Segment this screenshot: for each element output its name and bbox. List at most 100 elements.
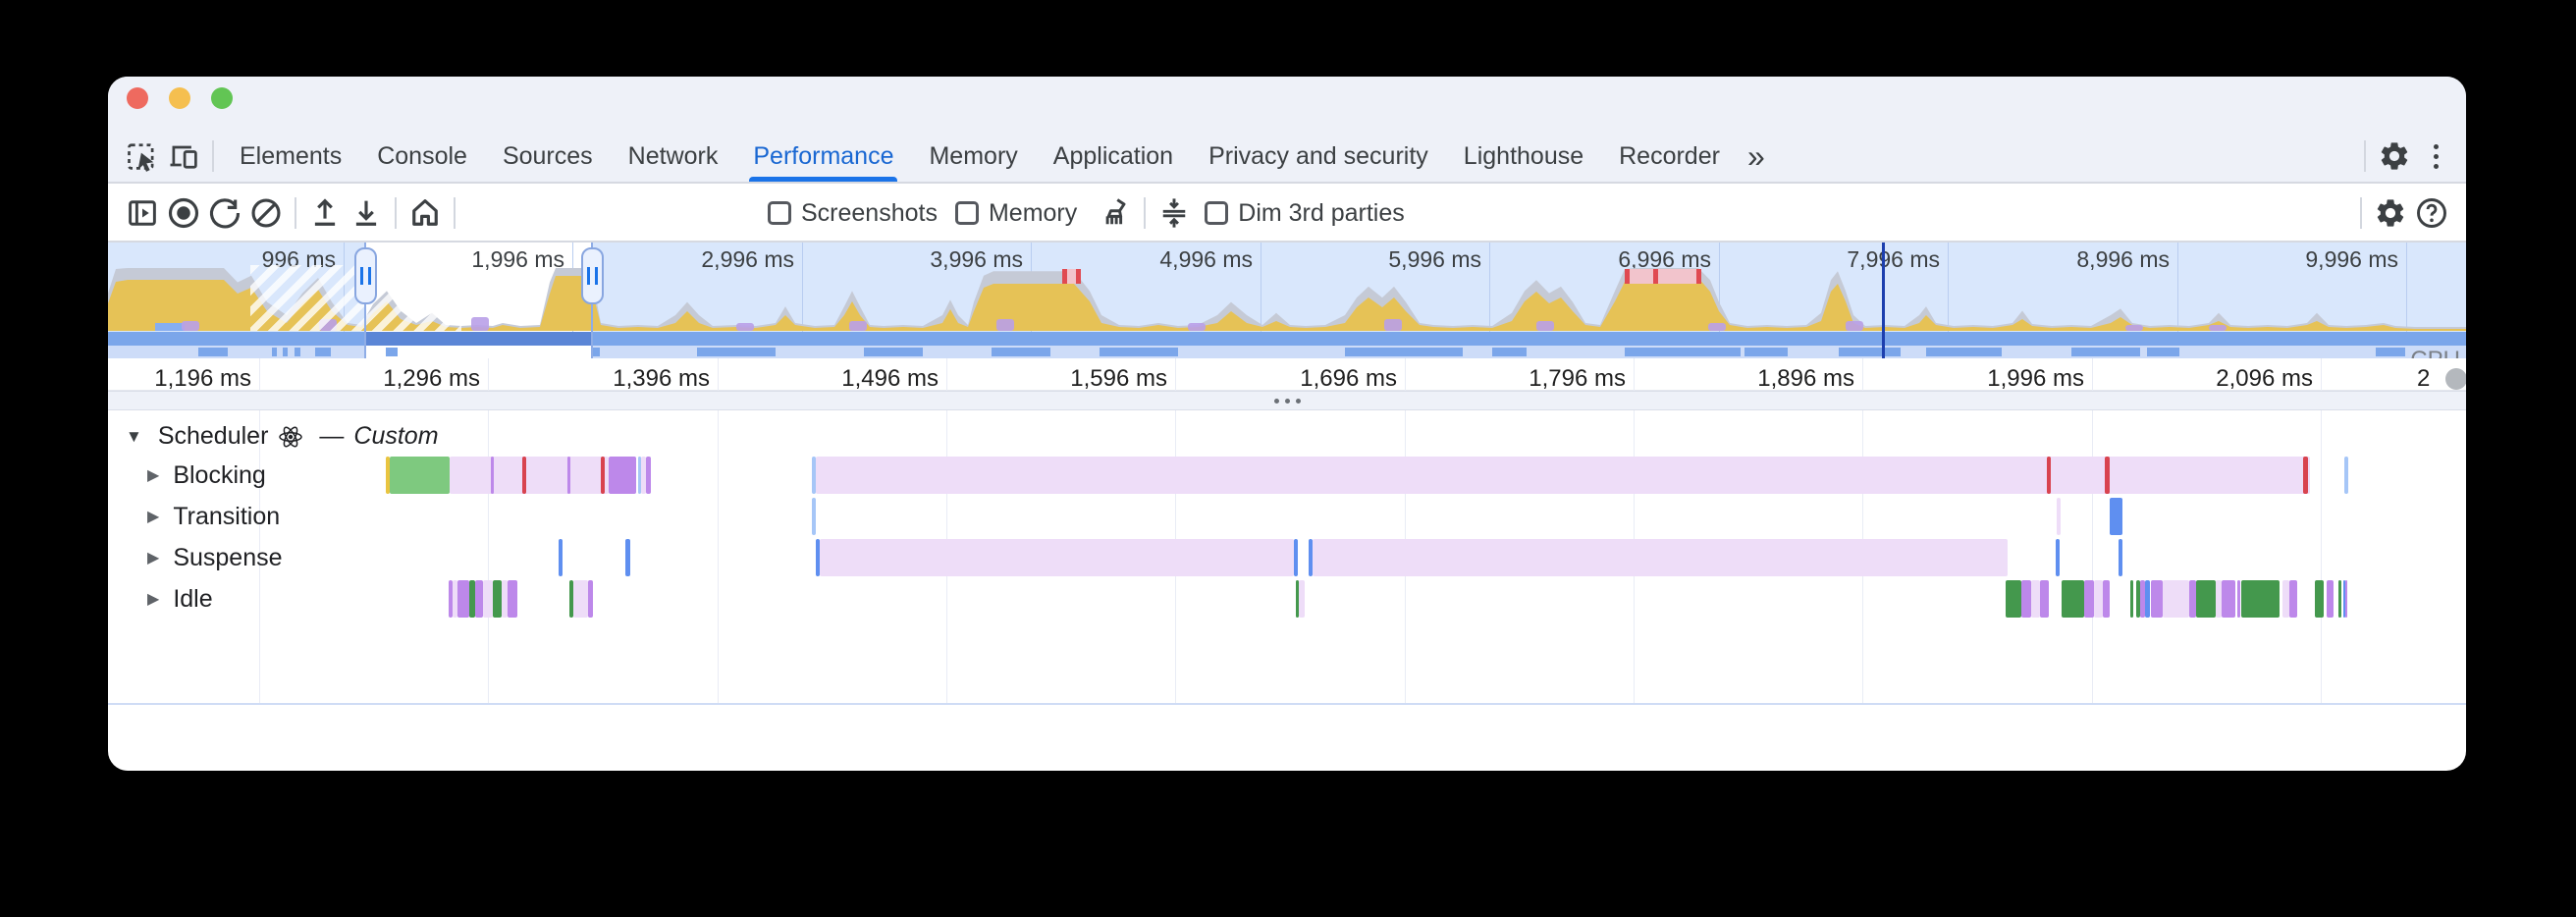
device-toolbar-icon[interactable] xyxy=(163,134,204,179)
flame-segment-transition[interactable] xyxy=(2110,498,2122,535)
flame-segment-idle[interactable] xyxy=(573,580,588,618)
flame-segment-blocking[interactable] xyxy=(567,457,570,494)
settings-gear-icon[interactable] xyxy=(2374,134,2415,179)
flame-segment-blocking[interactable] xyxy=(450,457,609,494)
flame-segment-idle[interactable] xyxy=(2163,580,2189,618)
flame-segment-blocking[interactable] xyxy=(641,457,646,494)
flame-segment-idle[interactable] xyxy=(1296,580,1299,618)
flame-segment-blocking[interactable] xyxy=(2303,457,2308,494)
more-tabs-icon[interactable]: » xyxy=(1746,138,1765,174)
flame-segment-transition[interactable] xyxy=(812,498,816,535)
flame-segment-idle[interactable] xyxy=(1299,580,1305,618)
flame-segment-blocking[interactable] xyxy=(646,457,651,494)
tab-performance[interactable]: Performance xyxy=(749,131,898,182)
flame-segment-idle[interactable] xyxy=(2103,580,2110,618)
tab-memory[interactable]: Memory xyxy=(929,141,1018,170)
close-window-button[interactable] xyxy=(127,87,148,109)
toggle-sidebar-icon[interactable] xyxy=(122,190,163,236)
flame-segment-suspense[interactable] xyxy=(1294,539,1298,576)
tab-privacy-and-security[interactable]: Privacy and security xyxy=(1208,141,1428,170)
flame-segment-idle[interactable] xyxy=(2145,580,2150,618)
flame-segment-suspense[interactable] xyxy=(816,539,820,576)
help-icon[interactable] xyxy=(2411,190,2452,236)
flame-segment-idle[interactable] xyxy=(2062,580,2084,618)
expand-triangle-icon[interactable]: ▶ xyxy=(147,509,160,525)
track-row-label-suspense[interactable]: ▶Suspense xyxy=(147,539,283,576)
inspect-element-icon[interactable] xyxy=(122,134,163,179)
scrollbar-thumb[interactable] xyxy=(2445,368,2466,390)
flame-segment-blocking[interactable] xyxy=(2105,457,2110,494)
record-icon[interactable] xyxy=(163,190,204,236)
expand-triangle-icon[interactable]: ▶ xyxy=(147,467,160,484)
track-row-label-idle[interactable]: ▶Idle xyxy=(147,580,213,618)
flame-segment-suspense[interactable] xyxy=(1313,539,2008,576)
upload-profile-icon[interactable] xyxy=(304,190,346,236)
dim-3rd-parties-checkbox[interactable] xyxy=(1205,201,1229,225)
collapse-flame-icon[interactable] xyxy=(1154,190,1195,236)
flame-segment-blocking[interactable] xyxy=(601,457,605,494)
flame-segment-idle[interactable] xyxy=(2289,580,2297,618)
flame-segment-idle[interactable] xyxy=(2040,580,2049,618)
flame-segment-idle[interactable] xyxy=(502,580,508,618)
download-profile-icon[interactable] xyxy=(346,190,387,236)
tab-application[interactable]: Application xyxy=(1052,141,1174,170)
tab-console[interactable]: Console xyxy=(377,141,467,170)
expand-triangle-icon[interactable]: ▶ xyxy=(147,591,160,608)
expand-triangle-icon[interactable]: ▶ xyxy=(147,550,160,566)
flame-segment-idle[interactable] xyxy=(457,580,469,618)
flame-segment-suspense[interactable] xyxy=(2056,539,2060,576)
tab-lighthouse[interactable]: Lighthouse xyxy=(1463,141,1584,170)
panel-resize-handle[interactable] xyxy=(108,391,2466,410)
flame-segment-idle[interactable] xyxy=(475,580,483,618)
flame-segment-idle[interactable] xyxy=(449,580,453,618)
garbage-collect-icon[interactable] xyxy=(1095,190,1136,236)
flame-segment-idle[interactable] xyxy=(569,580,573,618)
flame-segment-idle[interactable] xyxy=(469,580,475,618)
flame-segment-idle[interactable] xyxy=(2327,580,2334,618)
flame-segment-suspense[interactable] xyxy=(820,539,1294,576)
collapse-triangle-icon[interactable]: ▼ xyxy=(126,426,142,446)
flame-segment-transition[interactable] xyxy=(2057,498,2061,535)
flame-segment-idle[interactable] xyxy=(2140,580,2145,618)
flame-segment-blocking[interactable] xyxy=(386,457,390,494)
flame-segment-idle[interactable] xyxy=(2136,580,2140,618)
flame-segment-idle[interactable] xyxy=(493,580,502,618)
tab-network[interactable]: Network xyxy=(627,141,719,170)
flame-segment-idle[interactable] xyxy=(453,580,457,618)
flame-segment-idle[interactable] xyxy=(2151,580,2163,618)
maximize-window-button[interactable] xyxy=(211,87,233,109)
selection-handle-left[interactable] xyxy=(354,247,377,304)
flame-segment-idle[interactable] xyxy=(2031,580,2040,618)
flame-segment-idle[interactable] xyxy=(2338,580,2341,618)
flame-segment-idle[interactable] xyxy=(2130,580,2133,618)
tab-elements[interactable]: Elements xyxy=(240,141,343,170)
flame-segment-blocking[interactable] xyxy=(390,457,450,494)
minimize-window-button[interactable] xyxy=(169,87,190,109)
flame-segment-idle[interactable] xyxy=(508,580,517,618)
selection-handle-right[interactable] xyxy=(581,247,604,304)
flame-segment-idle[interactable] xyxy=(2189,580,2196,618)
flame-segment-idle[interactable] xyxy=(2345,580,2347,618)
track-row-label-transition[interactable]: ▶Transition xyxy=(147,498,280,535)
screenshots-checkbox[interactable] xyxy=(768,201,791,225)
more-options-kebab-icon[interactable] xyxy=(2415,134,2456,179)
flame-segment-idle[interactable] xyxy=(2343,580,2345,618)
flame-segment-idle[interactable] xyxy=(2196,580,2216,618)
record-and-reload-icon[interactable] xyxy=(204,190,245,236)
flame-segment-blocking[interactable] xyxy=(522,457,526,494)
track-header-scheduler[interactable]: ▼ Scheduler — Custom xyxy=(126,422,439,451)
flame-segment-idle[interactable] xyxy=(2216,580,2222,618)
memory-checkbox[interactable] xyxy=(954,201,979,225)
home-icon[interactable] xyxy=(404,190,446,236)
flame-segment-suspense[interactable] xyxy=(2119,539,2122,576)
playhead-marker[interactable] xyxy=(1882,243,1885,358)
flame-segment-idle[interactable] xyxy=(2315,580,2324,618)
flame-segment-blocking[interactable] xyxy=(609,457,636,494)
flamechart-track-panel[interactable]: ▼ Scheduler — Custom ▶Blocking ▶Transitio… xyxy=(108,410,2466,703)
track-row-label-blocking[interactable]: ▶Blocking xyxy=(147,457,266,494)
flame-segment-blocking[interactable] xyxy=(491,457,494,494)
flame-segment-idle[interactable] xyxy=(2084,580,2094,618)
flame-segment-suspense[interactable] xyxy=(559,539,563,576)
flame-segment-idle[interactable] xyxy=(588,580,593,618)
flame-segment-blocking[interactable] xyxy=(816,457,2310,494)
